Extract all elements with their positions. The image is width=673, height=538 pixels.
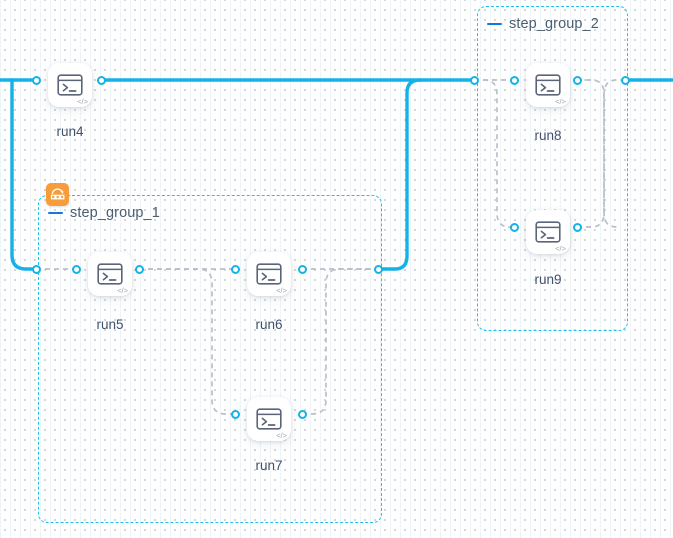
node-label-run7: run7 bbox=[255, 458, 283, 473]
terminal-icon bbox=[57, 74, 83, 96]
group-title-text: step_group_2 bbox=[509, 16, 599, 32]
node-run9-output-port[interactable] bbox=[572, 222, 582, 232]
node-run8-input-port[interactable] bbox=[509, 75, 519, 85]
node-run8-output-port[interactable] bbox=[572, 75, 582, 85]
edge-group1-exit-to-main bbox=[376, 78, 422, 271]
node-run4-output-port[interactable] bbox=[96, 75, 106, 85]
node-label-run9: run9 bbox=[534, 272, 562, 287]
group1-entry-port[interactable] bbox=[31, 264, 41, 274]
edge-group2entry-to-run9 bbox=[474, 79, 514, 228]
node-run5-output-port[interactable] bbox=[134, 264, 144, 274]
group-box-step-group-1[interactable] bbox=[38, 195, 382, 523]
group-box-step-group-2[interactable] bbox=[477, 6, 628, 331]
code-glyph-icon: </> bbox=[276, 430, 287, 440]
node-label-run6: run6 bbox=[255, 317, 283, 332]
code-glyph-icon: </> bbox=[117, 285, 128, 295]
terminal-icon bbox=[535, 74, 561, 96]
edge-run9-to-group2exit bbox=[577, 79, 625, 228]
node-run7-output-port[interactable] bbox=[297, 409, 307, 419]
node-label-run4: run4 bbox=[56, 124, 84, 139]
code-glyph-icon: </> bbox=[555, 243, 566, 253]
node-label-run8: run8 bbox=[534, 128, 562, 143]
node-label-run5: run5 bbox=[96, 317, 124, 332]
node-run8[interactable]: </> bbox=[526, 63, 570, 107]
terminal-icon bbox=[535, 221, 561, 243]
group-collapse-icon[interactable] bbox=[48, 211, 63, 215]
edge-run7-to-group1exit bbox=[302, 268, 378, 415]
terminal-icon bbox=[97, 263, 123, 285]
edge-left-branch-to-group1 bbox=[10, 78, 38, 271]
group2-entry-port[interactable] bbox=[469, 75, 479, 85]
code-glyph-icon: </> bbox=[276, 285, 287, 295]
group-title-text: step_group_1 bbox=[70, 205, 160, 221]
group-collapse-icon[interactable] bbox=[487, 22, 502, 26]
node-run6-input-port[interactable] bbox=[230, 264, 240, 274]
node-run6-output-port[interactable] bbox=[297, 264, 307, 274]
node-run5[interactable]: </> bbox=[88, 252, 132, 296]
edge-run5-to-run7 bbox=[139, 268, 235, 415]
group-label-step-group-2[interactable]: step_group_2 bbox=[487, 16, 599, 32]
subgraph-badge-icon[interactable] bbox=[46, 183, 69, 206]
node-run4-input-port[interactable] bbox=[31, 75, 41, 85]
node-run9[interactable]: </> bbox=[526, 210, 570, 254]
node-run5-input-port[interactable] bbox=[71, 264, 81, 274]
group1-exit-port[interactable] bbox=[373, 264, 383, 274]
group2-exit-port[interactable] bbox=[620, 75, 630, 85]
node-run4[interactable]: </> bbox=[48, 63, 92, 107]
node-run9-input-port[interactable] bbox=[509, 222, 519, 232]
edge-run8-to-group2exit bbox=[577, 79, 618, 228]
node-run7[interactable]: </> bbox=[247, 397, 291, 441]
code-glyph-icon: </> bbox=[555, 96, 566, 106]
terminal-icon bbox=[256, 408, 282, 430]
group-label-step-group-1[interactable]: step_group_1 bbox=[48, 205, 160, 221]
node-run7-input-port[interactable] bbox=[230, 409, 240, 419]
code-glyph-icon: </> bbox=[77, 96, 88, 106]
terminal-icon bbox=[256, 263, 282, 285]
node-run6[interactable]: </> bbox=[247, 252, 291, 296]
